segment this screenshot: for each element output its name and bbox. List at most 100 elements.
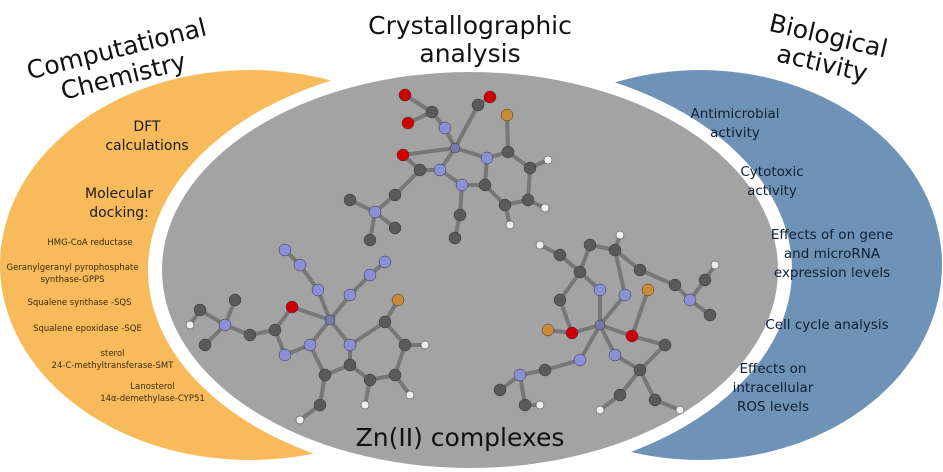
atom-c: [425, 105, 439, 119]
label-line: Cell cycle analysis: [765, 317, 889, 333]
atom-c: [388, 188, 402, 202]
label-line: 14α-demethylase-CYP51: [100, 394, 205, 404]
atom-c: [518, 398, 532, 412]
atom-c: [413, 163, 427, 177]
label-line: Cytotoxic: [740, 164, 804, 180]
atom-c: [313, 398, 327, 412]
atom-c: [668, 278, 682, 292]
atom-n: [343, 338, 357, 352]
atom-c: [608, 243, 622, 257]
atom-c: [363, 233, 377, 247]
label-line: ROS levels: [736, 399, 809, 415]
label-line: Squalene epoxidase -SQE: [33, 324, 142, 334]
atom-h: [540, 203, 550, 213]
atom-c: [398, 338, 412, 352]
atom-o: [285, 300, 299, 314]
atom-h: [535, 400, 545, 410]
target-gpps: Geranylgeranyl pyrophosphate synthase-GPP…: [5, 262, 140, 286]
label-line: intracellular: [732, 380, 814, 396]
atom-n: [278, 243, 292, 257]
bond: [630, 289, 650, 337]
atom-n: [593, 283, 607, 297]
atom-o: [483, 90, 497, 104]
bond: [613, 249, 627, 296]
atom-n: [433, 163, 447, 177]
atom-n: [278, 348, 292, 362]
atom-h: [615, 230, 625, 240]
atom-c: [453, 208, 467, 222]
atom-h: [185, 320, 195, 330]
atom-c: [493, 383, 507, 397]
label-line: sterol: [100, 349, 125, 359]
bond: [402, 146, 456, 157]
atom-c: [613, 388, 627, 402]
bond: [578, 324, 602, 361]
atom-c: [343, 358, 357, 372]
atom-n: [608, 348, 622, 362]
atom-c: [378, 315, 392, 329]
bond: [453, 104, 480, 149]
atom-br: [391, 293, 405, 307]
molecule-left: [185, 243, 430, 425]
atom-n: [293, 258, 307, 272]
label-line: Lanosterol: [130, 382, 175, 392]
atom-c: [363, 373, 377, 387]
atom-n: [311, 283, 325, 297]
atom-h: [420, 340, 430, 350]
title-line: Crystallographic: [368, 11, 572, 40]
label-line: Geranylgeranyl pyrophosphate: [6, 263, 139, 273]
label-line: calculations: [105, 138, 189, 154]
atom-o: [625, 329, 639, 343]
atom-br: [500, 108, 514, 122]
atom-c: [633, 263, 647, 277]
atom-c: [193, 303, 207, 317]
atom-c: [633, 363, 647, 377]
crystallographic-title: Crystallographic analysis: [350, 12, 590, 68]
target-hmgcoa: HMG-CoA reductase: [30, 237, 150, 249]
atom-c: [523, 161, 537, 175]
atom-c: [538, 363, 552, 377]
atom-o: [398, 88, 412, 102]
atom-h: [675, 405, 685, 415]
target-sqs: Squalene synthase -SQS: [22, 297, 137, 309]
label-line: expression levels: [773, 265, 891, 281]
atom-n: [438, 121, 452, 135]
atom-c: [698, 273, 712, 287]
label-line: and microRNA: [783, 246, 881, 262]
atom-n: [343, 288, 357, 302]
atom-h: [405, 390, 415, 400]
atom-n: [378, 255, 392, 269]
atom-n: [303, 338, 317, 352]
atom-c: [501, 145, 515, 159]
label-line: Squalene synthase -SQS: [27, 298, 132, 308]
title-line: analysis: [419, 39, 521, 68]
atom-o: [401, 116, 415, 130]
atom-c: [658, 338, 672, 352]
atom-c: [198, 338, 212, 352]
label-line: HMG-CoA reductase: [47, 238, 133, 248]
atom-o: [396, 148, 410, 162]
atom-c: [648, 393, 662, 407]
bond: [639, 268, 676, 287]
label-line: activity: [710, 125, 760, 141]
atom-c: [388, 368, 402, 382]
atom-n: [363, 268, 377, 282]
zn-complexes-caption: Zn(II) complexes: [355, 423, 565, 452]
atom-o: [565, 326, 579, 340]
label-line: synthase-GPPS: [40, 275, 105, 285]
atom-zn: [594, 319, 606, 331]
atom-n: [683, 293, 697, 307]
atom-h: [360, 400, 370, 410]
label-line: docking:: [89, 205, 149, 221]
atom-c: [343, 193, 357, 207]
atom-br: [541, 323, 555, 337]
atom-c: [553, 293, 567, 307]
label-line: Effects on: [739, 361, 807, 377]
atom-n: [455, 178, 469, 192]
atom-h: [295, 415, 305, 425]
